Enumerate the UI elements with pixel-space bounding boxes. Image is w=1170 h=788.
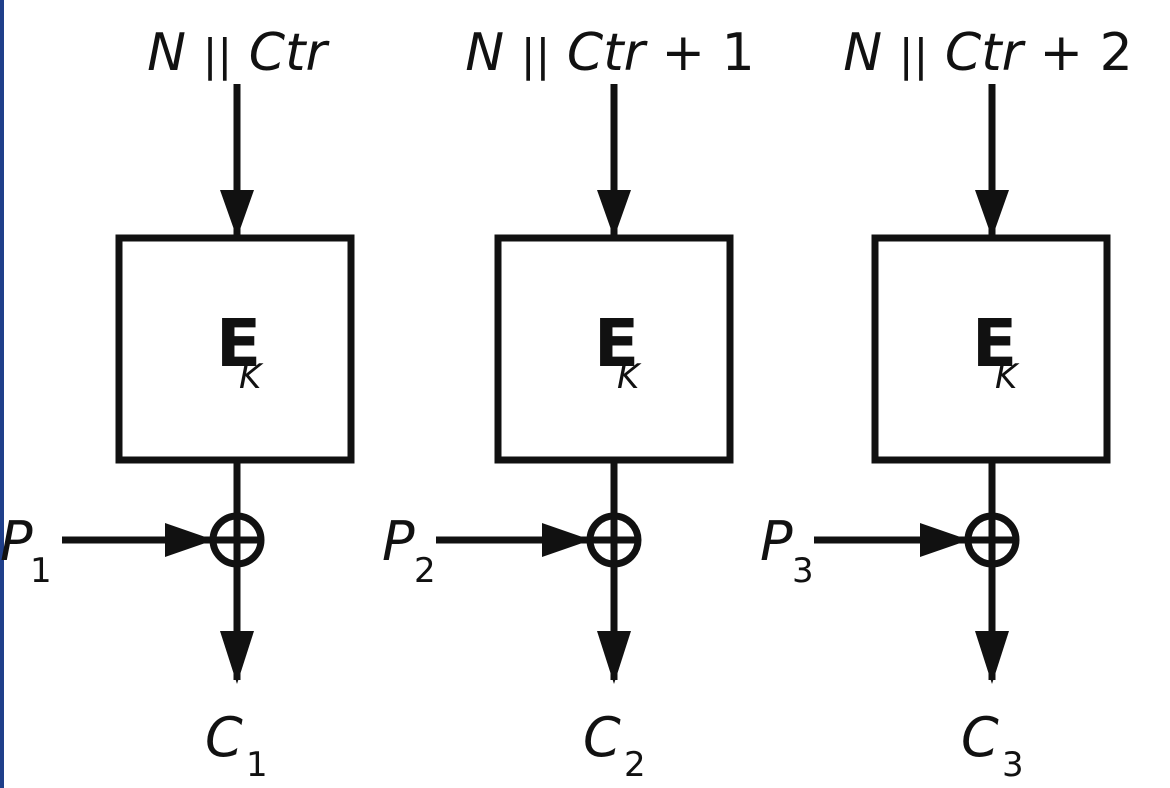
plaintext-arrowhead-1: [165, 523, 214, 557]
left-edge-strip: [0, 0, 4, 788]
plaintext-label-1: P: [0, 510, 33, 573]
cipher-arrowhead-3: [975, 631, 1009, 684]
plaintext-sub-3: 3: [792, 551, 814, 591]
encrypt-label-3: E: [972, 305, 1017, 382]
ciphertext-sub-2: 2: [624, 745, 646, 785]
input-label-1: N || Ctr: [147, 23, 330, 83]
xor-circle-plus-icon: [209, 512, 265, 568]
plaintext-arrowhead-3: [920, 523, 969, 557]
cipher-arrowhead-1: [220, 631, 254, 684]
input-arrowhead-1: [220, 190, 254, 238]
ciphertext-sub-3: 3: [1002, 745, 1024, 785]
encrypt-sub-2: K: [617, 357, 642, 397]
encrypt-sub-3: K: [995, 357, 1020, 397]
cipher-arrowhead-2: [597, 631, 631, 684]
plaintext-label-2: P: [382, 510, 415, 573]
block-2: N || Ctr + 1 E K P 2 C: [382, 23, 755, 785]
plaintext-label-3: P: [760, 510, 793, 573]
plaintext-sub-1: 1: [30, 551, 52, 591]
block-1: N || Ctr E K P 1 C: [0, 23, 355, 785]
ciphertext-label-3: C: [961, 706, 999, 769]
block-3: N || Ctr + 2 E K P 3 C: [760, 23, 1133, 785]
xor-circle-plus-icon: [586, 512, 642, 568]
plaintext-arrowhead-2: [542, 523, 591, 557]
input-arrowhead-2: [597, 190, 631, 238]
ciphertext-label-1: C: [205, 706, 243, 769]
plaintext-sub-2: 2: [414, 551, 436, 591]
ciphertext-sub-1: 1: [246, 745, 268, 785]
encrypt-label-1: E: [216, 305, 261, 382]
ciphertext-label-2: C: [583, 706, 621, 769]
input-arrowhead-3: [975, 190, 1009, 238]
input-label-2: N || Ctr + 1: [465, 23, 754, 83]
input-label-3: N || Ctr + 2: [843, 23, 1132, 83]
xor-circle-plus-icon: [964, 512, 1020, 568]
encrypt-sub-1: K: [239, 357, 264, 397]
encrypt-label-2: E: [594, 305, 639, 382]
